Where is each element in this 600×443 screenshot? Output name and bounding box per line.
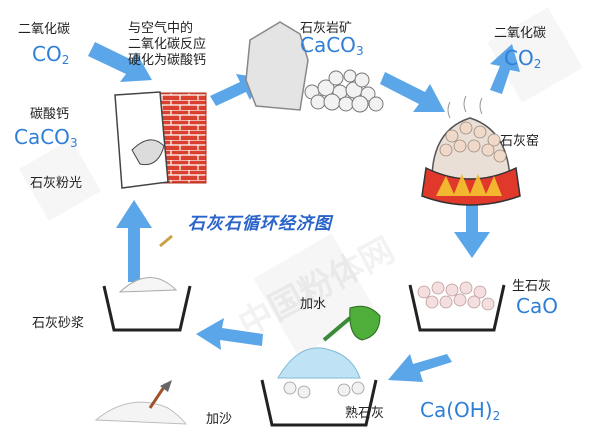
quicklime-formula: CaO [516, 294, 558, 318]
cycle-arrows [88, 42, 520, 382]
arrow-water-to-mortar [196, 318, 263, 350]
calcium-carbonate-label: 碳酸钙 [30, 107, 70, 122]
reaction-note-line-3: 硬化为碳酸钙 [128, 53, 207, 68]
arrow-kiln-to-quicklime [454, 190, 490, 258]
lime-mortar-label: 石灰砂浆 [32, 316, 85, 331]
slaked-lime-formula: Ca(OH)2 [420, 398, 501, 423]
sand-pile-illustration [94, 380, 188, 425]
arrow-quicklime-to-slaked [388, 354, 452, 382]
reaction-note-line-2: 二氧化碳反应 [128, 37, 207, 52]
co2-top-right-label: 二氧化碳 [494, 26, 547, 41]
lime-kiln-illustration [421, 95, 521, 206]
limestone-formula: CaCO3 [300, 33, 364, 58]
slaked-lime-label: 熟石灰 [345, 406, 385, 421]
limestone-rock-illustration [245, 21, 384, 113]
slaked-lime-container-illustration [260, 305, 381, 427]
diagram-title: 石灰石循环经济图 [188, 214, 332, 234]
kiln-label: 石灰窑 [500, 134, 540, 149]
arrow-mortar-to-plaster [116, 200, 152, 282]
brick-wall-illustration [114, 91, 207, 189]
quicklime-container-illustration [408, 281, 506, 332]
arrow-kiln-to-co2 [490, 44, 520, 94]
add-water-label: 加水 [300, 297, 327, 312]
watermark-graphic [19, 7, 583, 357]
co2-top-left-formula: CO2 [32, 42, 70, 67]
arrow-co2-to-wall [88, 42, 152, 82]
lime-mortar-container-illustration [102, 234, 192, 332]
add-sand-label: 加沙 [206, 412, 233, 427]
quicklime-label: 生石灰 [512, 279, 552, 294]
calcium-carbonate-formula: CaCO3 [14, 125, 78, 150]
lime-plaster-label: 石灰粉光 [30, 176, 83, 191]
reaction-note-line-1: 与空气中的 [128, 21, 194, 36]
limestone-label: 石灰岩矿 [300, 21, 353, 36]
co2-top-left-label: 二氧化碳 [18, 22, 71, 37]
arrow-limestone-to-kiln [380, 72, 445, 112]
co2-top-right-formula: CO2 [504, 46, 542, 71]
